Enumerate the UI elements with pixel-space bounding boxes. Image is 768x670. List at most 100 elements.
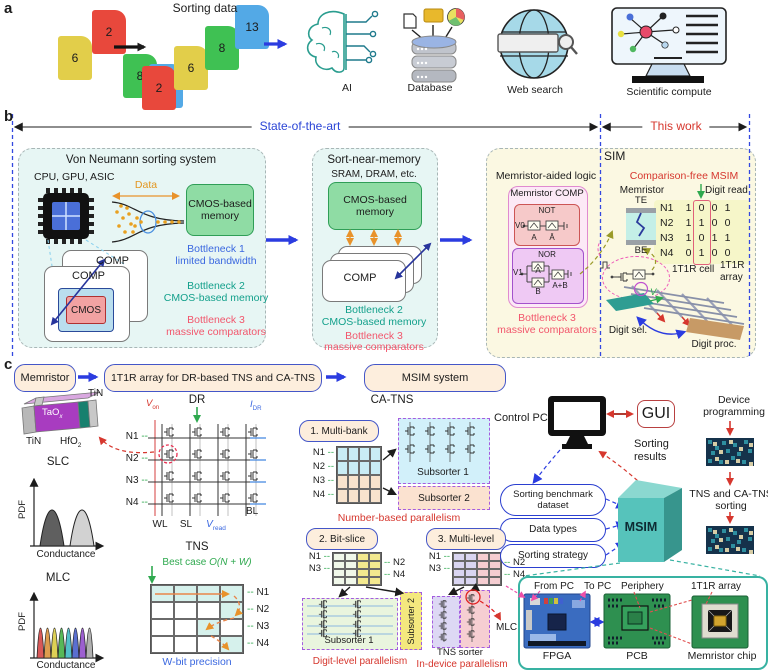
bl-label: BL [246,506,259,517]
slc-conductance-label: Conductance [36,549,96,560]
sorting-heatmap [706,526,754,554]
dr-n2-label: N2 -- [125,453,148,464]
tns-n3-label: -- N3 [247,621,270,632]
mb-n2-label: N2 -- [312,461,334,472]
ml-n1-label: N1 -- [428,551,450,562]
bottleneck3-sub: massive comparators [166,326,266,338]
card-sorted-2: 2 [142,66,176,110]
pcb-label: PCB [626,650,648,662]
ca-tns-title: CA-TNS [370,394,414,406]
tns-title: TNS [185,541,209,553]
sota-header: State-of-the-art [251,119,349,134]
pill-memristor: Memristor [14,364,76,392]
mlc-callout-label: MLC [496,622,518,633]
digit-proc-label: Digit proc. [691,339,737,350]
bs-subsorter2-box: Subsorter 2 [400,592,422,650]
sim-bottleneck3: Bottleneck 3 [518,312,576,324]
dr-array [148,407,266,516]
memristor-label: Memristor [619,185,665,196]
pc-to-config-arrow [532,449,561,484]
snm-comp-label: COMP [343,272,377,284]
comp-front-label: COMP [72,270,105,282]
config-to-msim-arrows [605,498,627,556]
ml-n2-label: -- N2 [504,557,526,568]
data-label: Data [134,179,158,191]
taox-label: TaOx [42,407,63,420]
nor-a-label: A [535,266,541,275]
bottleneck2-sub: CMOS-based memory [163,292,269,304]
dr-title: DR [188,394,206,406]
1t1r-array-label-2: array [720,272,743,283]
mlc-pdf-label: PDF [17,612,28,631]
v-label: V [650,287,657,298]
tns-catns-sorting-1: TNS and CA-TNS [689,488,768,500]
sim-bottleneck3-sub: massive comparators [497,324,597,336]
tns-n2-label: -- N2 [247,604,270,615]
web-search-icon [497,9,578,79]
bit-slice-pill: 2. Bit-slice [306,528,378,550]
device-programming-1: Device [717,394,751,406]
digit-sel-label: Digit sel. [608,325,648,336]
dr-n4-label: N4 -- [125,497,148,508]
tns-catns-sorting-2: sorting [715,500,747,512]
snm-bottleneck3: Bottleneck 3 [345,330,403,342]
comparison-free-msim-label: Comparison-free MSIM [629,170,739,182]
te-label: TE [634,195,648,206]
nor-v1-label: V1 [513,268,523,277]
this-work-header: This work [642,119,710,134]
wbit-precision-label: W-bit precision [162,656,232,668]
nor-out-label: A+B [552,281,568,290]
panel-c-label: c [4,356,13,373]
app-label-web-search: Web search [507,84,563,96]
bs-n4-label: -- N4 [384,569,406,580]
memristor-aided-logic-label: Memristor-aided logic [495,170,597,182]
subsorter2-box: Subsorter 2 [398,486,490,510]
slc-label: SLC [46,456,70,468]
bottleneck1-title: Bottleneck 1 [187,243,245,255]
hfo2-label: HfO2 [60,436,82,449]
not-label: NOT [538,206,556,215]
app-label-database: Database [407,82,453,94]
pill-msim-system: MSIM system [364,364,506,392]
mlc-plot [29,591,105,663]
snm-bottleneck3-sub: massive comparators [324,341,424,353]
mlc-conductance-label: Conductance [36,660,96,670]
tns-grid [150,584,244,654]
snm-bottleneck2-sub: CMOS-based memory [321,316,427,328]
sl-label: SL [179,519,193,530]
to-pc-label: To PC [584,581,612,592]
subsorter1-label: Subsorter 1 [417,467,469,478]
bs-subsorter1-label: Subsorter 1 [324,635,374,646]
gui-box: GUI [637,400,675,428]
ml-n3-label: N3 -- [428,563,450,574]
mb-n3-label: N3 -- [312,475,334,486]
database-icon [403,8,465,83]
snm-title: Sort-near-memory [327,154,421,166]
be-label: BE [634,245,648,256]
bs-n2-label: -- N2 [384,557,406,568]
memristor-comp-title: Memristor COMP [510,188,584,199]
control-pc-icon [548,396,606,449]
multi-level-grid [452,552,502,586]
1t1r-cell-label: 1T1R cell [672,264,715,275]
dr-n1-label: N1 -- [125,431,148,442]
multi-level-pill: 3. Multi-level [426,528,506,550]
snm-comp-front [322,260,406,302]
mb-n4-label: N4 -- [312,489,334,500]
digit-level-parallelism: Digit-level parallelism [312,656,408,667]
ai-brain-icon [306,10,379,73]
mb-arrows [382,448,398,496]
app-label-scientific-compute: Scientific compute [626,86,712,98]
control-pc-label: Control PC [494,412,548,424]
in-device-parallelism: In-device parallelism [416,659,508,670]
sorting-results-2: results [634,451,667,463]
panel-b-label: b [4,108,14,125]
digit-read-label: Digit read [705,185,748,196]
card-sorted-8: 8 [205,26,239,70]
nor-b-label: B [535,287,541,296]
not-v0-label: V0 [515,221,525,230]
